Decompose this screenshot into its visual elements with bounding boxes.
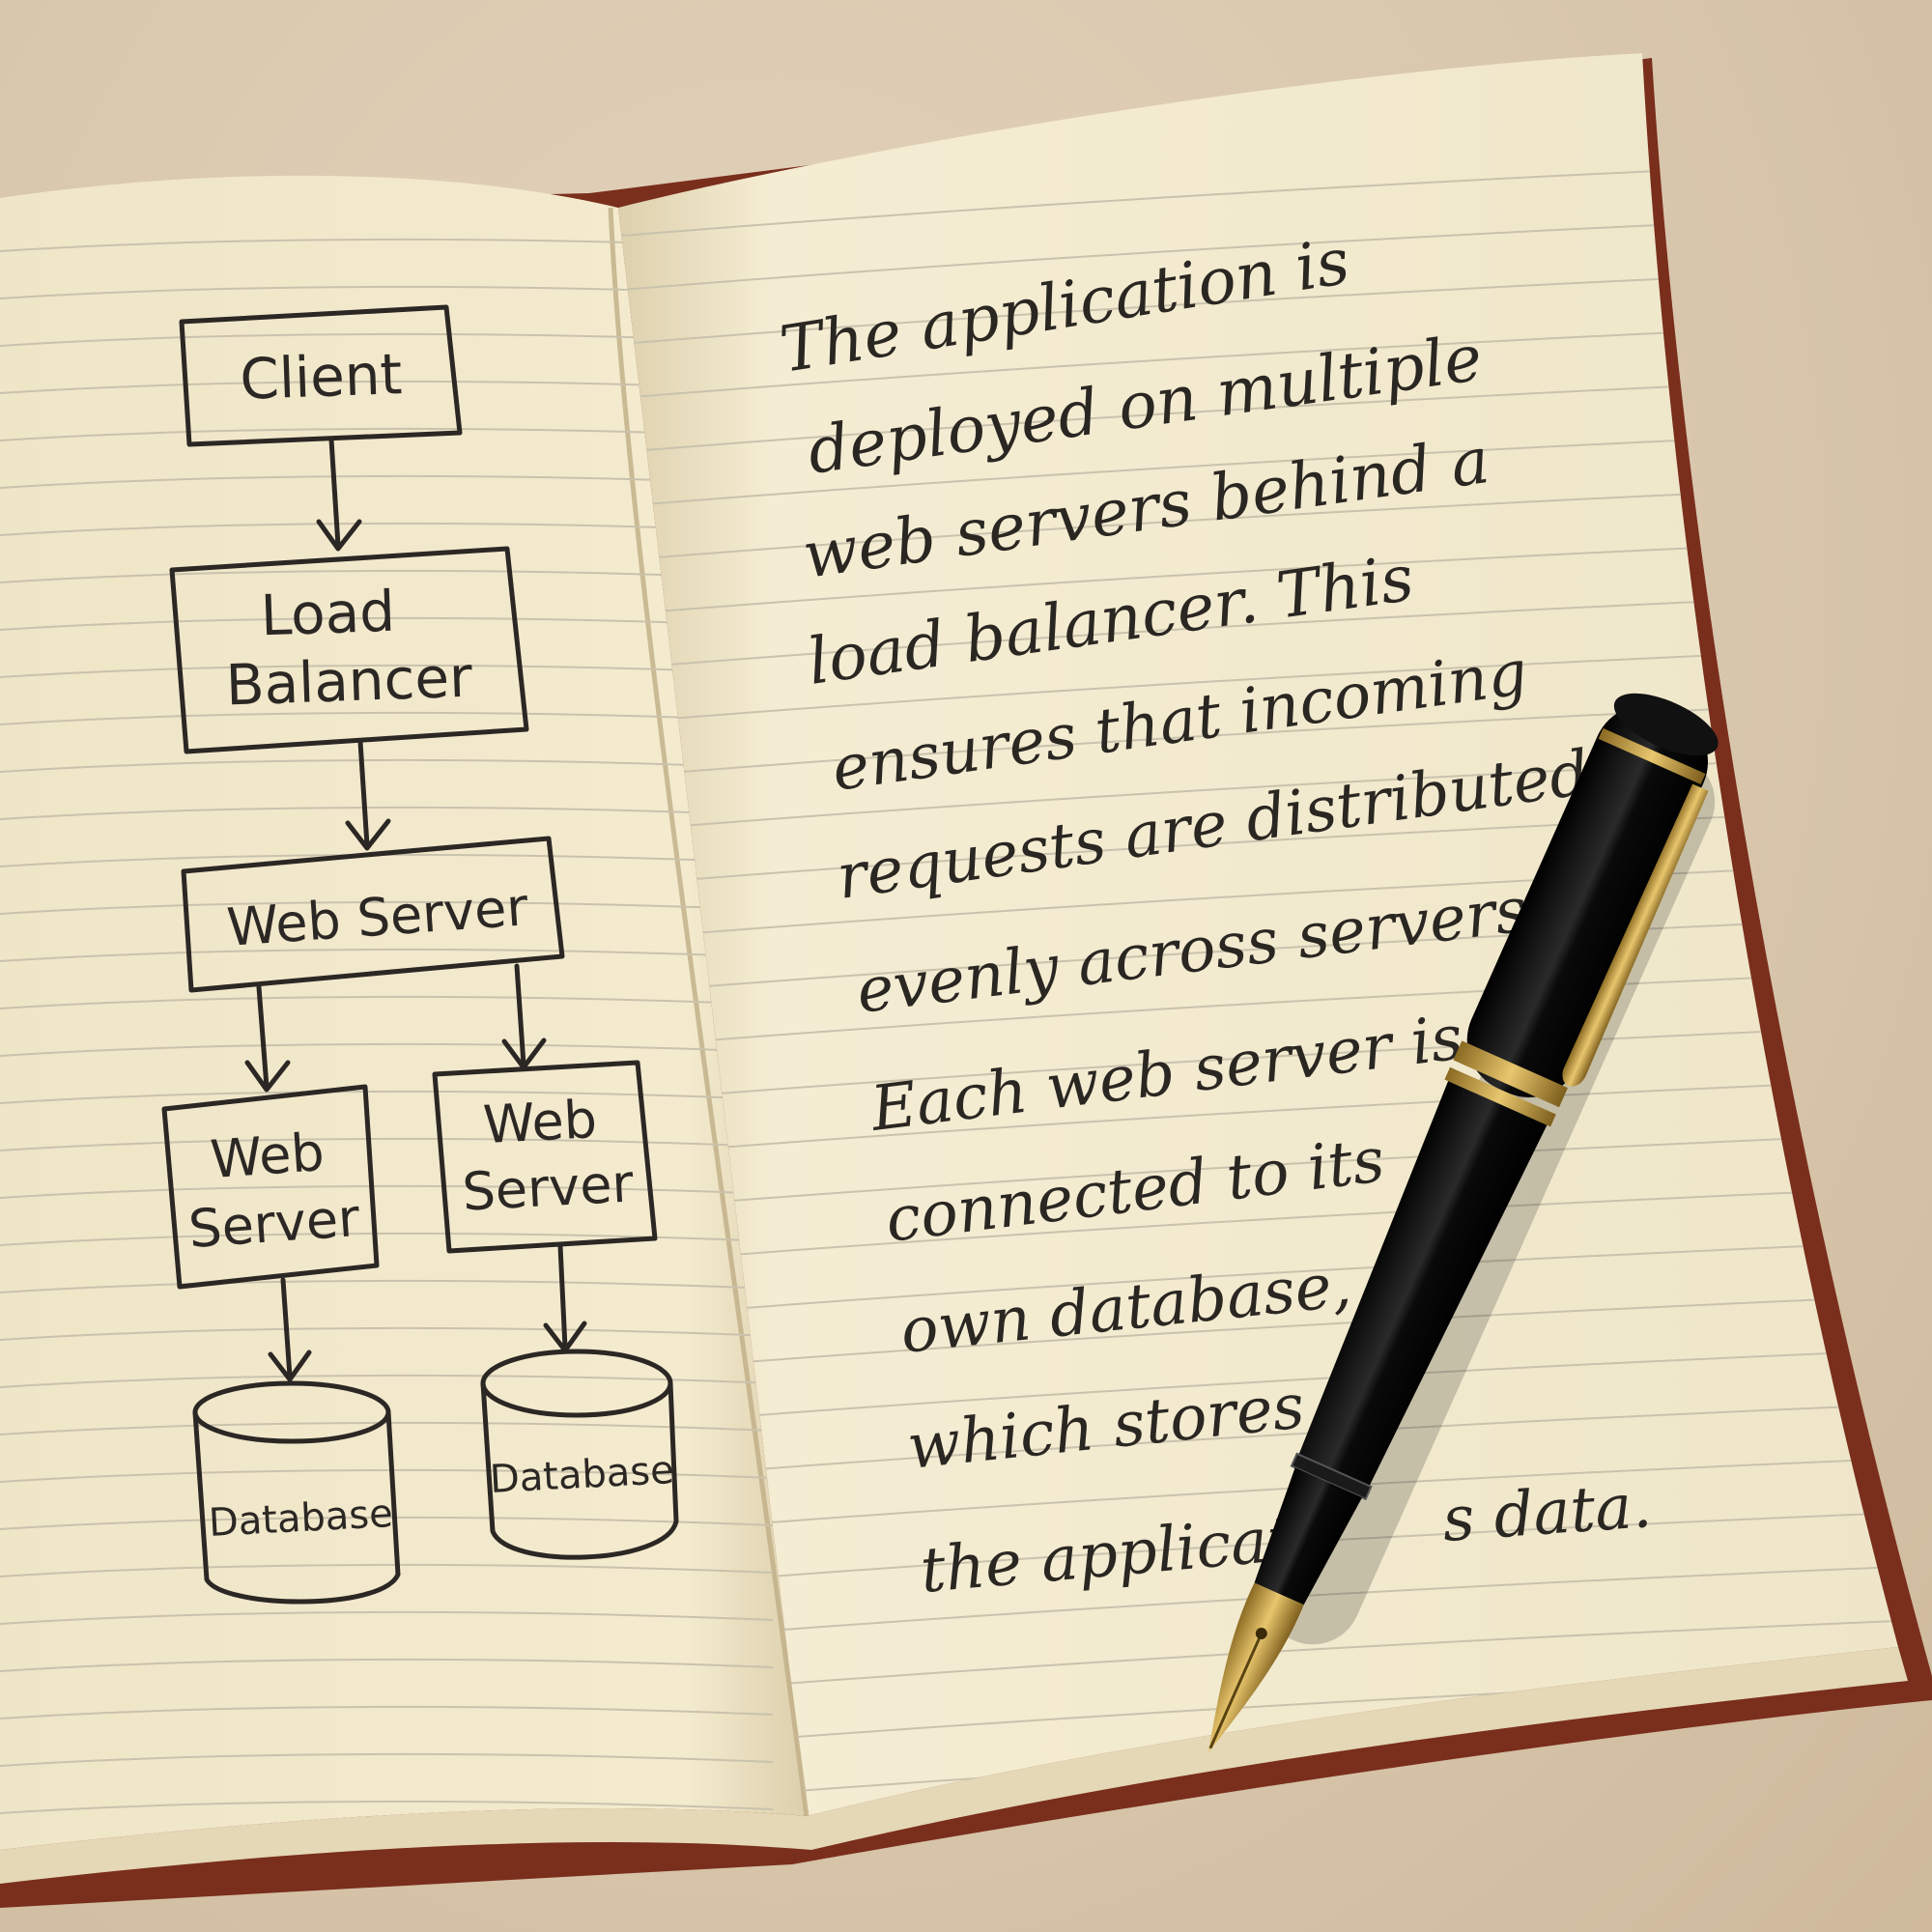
ruled-line — [618, 1186, 1898, 1265]
ruled-line — [618, 916, 1898, 995]
ruled-line — [618, 1403, 1898, 1482]
ruled-line — [618, 1078, 1898, 1157]
label-database-right: Database — [489, 1448, 675, 1502]
ruled-line — [0, 1090, 774, 1104]
label-web-server-left-2: Server — [186, 1187, 362, 1260]
ruled-line — [0, 1421, 774, 1435]
ruled-line — [0, 1326, 774, 1341]
label-web-server-left-1: Web — [209, 1122, 327, 1190]
ruled-line — [0, 1468, 774, 1483]
client-box — [179, 304, 463, 447]
database-right-cylinder — [480, 1349, 679, 1560]
ruled-line — [0, 664, 774, 678]
label-web-server-right-2: Server — [461, 1152, 636, 1222]
ruled-line — [618, 1240, 1898, 1320]
diagram-labels: Client Load Balancer Web Server Web Serv… — [186, 341, 675, 1546]
ruled-line — [618, 1457, 1898, 1536]
ruled-line — [618, 1565, 1898, 1644]
ruled-line — [0, 522, 774, 536]
ruled-line — [618, 1349, 1898, 1428]
pen-clip — [1562, 783, 1709, 1087]
ruled-line — [0, 1279, 774, 1293]
pen-nib — [1208, 1582, 1304, 1753]
ruled-line — [618, 1024, 1898, 1103]
ruled-line — [0, 1705, 774, 1719]
pen-barrel — [1298, 1081, 1548, 1487]
pen-cap — [1466, 704, 1709, 1097]
label-load-balancer-1: Load — [260, 579, 396, 649]
arrow-left-server-to-database — [268, 1277, 312, 1382]
ruled-line — [0, 1042, 774, 1057]
ruled-line — [0, 1516, 774, 1530]
database-left-cylinder — [192, 1380, 401, 1605]
ruled-line — [0, 474, 774, 489]
ruled-line — [0, 711, 774, 725]
ruled-line — [0, 900, 774, 915]
ruled-line — [0, 1374, 774, 1388]
label-web-server-right-1: Web — [482, 1089, 599, 1155]
ruled-line — [0, 1563, 774, 1577]
right-page — [618, 53, 1898, 1816]
label-client: Client — [239, 341, 403, 412]
ruled-line — [618, 808, 1898, 887]
ruled-line — [0, 1800, 774, 1814]
ruled-line — [0, 1658, 774, 1672]
ruled-line — [618, 1294, 1898, 1374]
ruled-line — [0, 569, 774, 583]
ruled-line — [618, 970, 1898, 1049]
arrow-client-to-load-balancer — [316, 437, 362, 552]
ruled-line — [0, 616, 774, 631]
ruled-line — [618, 862, 1898, 941]
label-database-left: Database — [208, 1492, 394, 1546]
arrow-web-server-to-left — [244, 984, 291, 1093]
left-page — [0, 175, 807, 1850]
note-line-13: s data. — [1440, 1470, 1654, 1556]
load-balancer-box — [169, 546, 529, 754]
ruled-line — [618, 1132, 1898, 1211]
arrow-load-balancer-to-web-server — [345, 739, 391, 851]
fountain-pen-icon — [1208, 693, 1719, 1753]
gutter-shadow — [608, 207, 810, 1817]
ruled-line — [0, 995, 774, 1009]
ruled-line — [0, 1137, 774, 1151]
ruled-line — [0, 1610, 774, 1625]
ruled-line — [0, 1752, 774, 1767]
architecture-diagram — [161, 304, 679, 1605]
ruled-line — [618, 1511, 1898, 1590]
page-edges — [0, 1647, 1908, 1884]
ruled-line — [618, 753, 1898, 833]
web-server-right-box — [432, 1060, 658, 1254]
ruled-line — [0, 948, 774, 962]
web-server-left-box — [161, 1084, 380, 1290]
label-load-balancer-2: Balancer — [225, 644, 474, 719]
web-server-main-box — [181, 836, 565, 993]
